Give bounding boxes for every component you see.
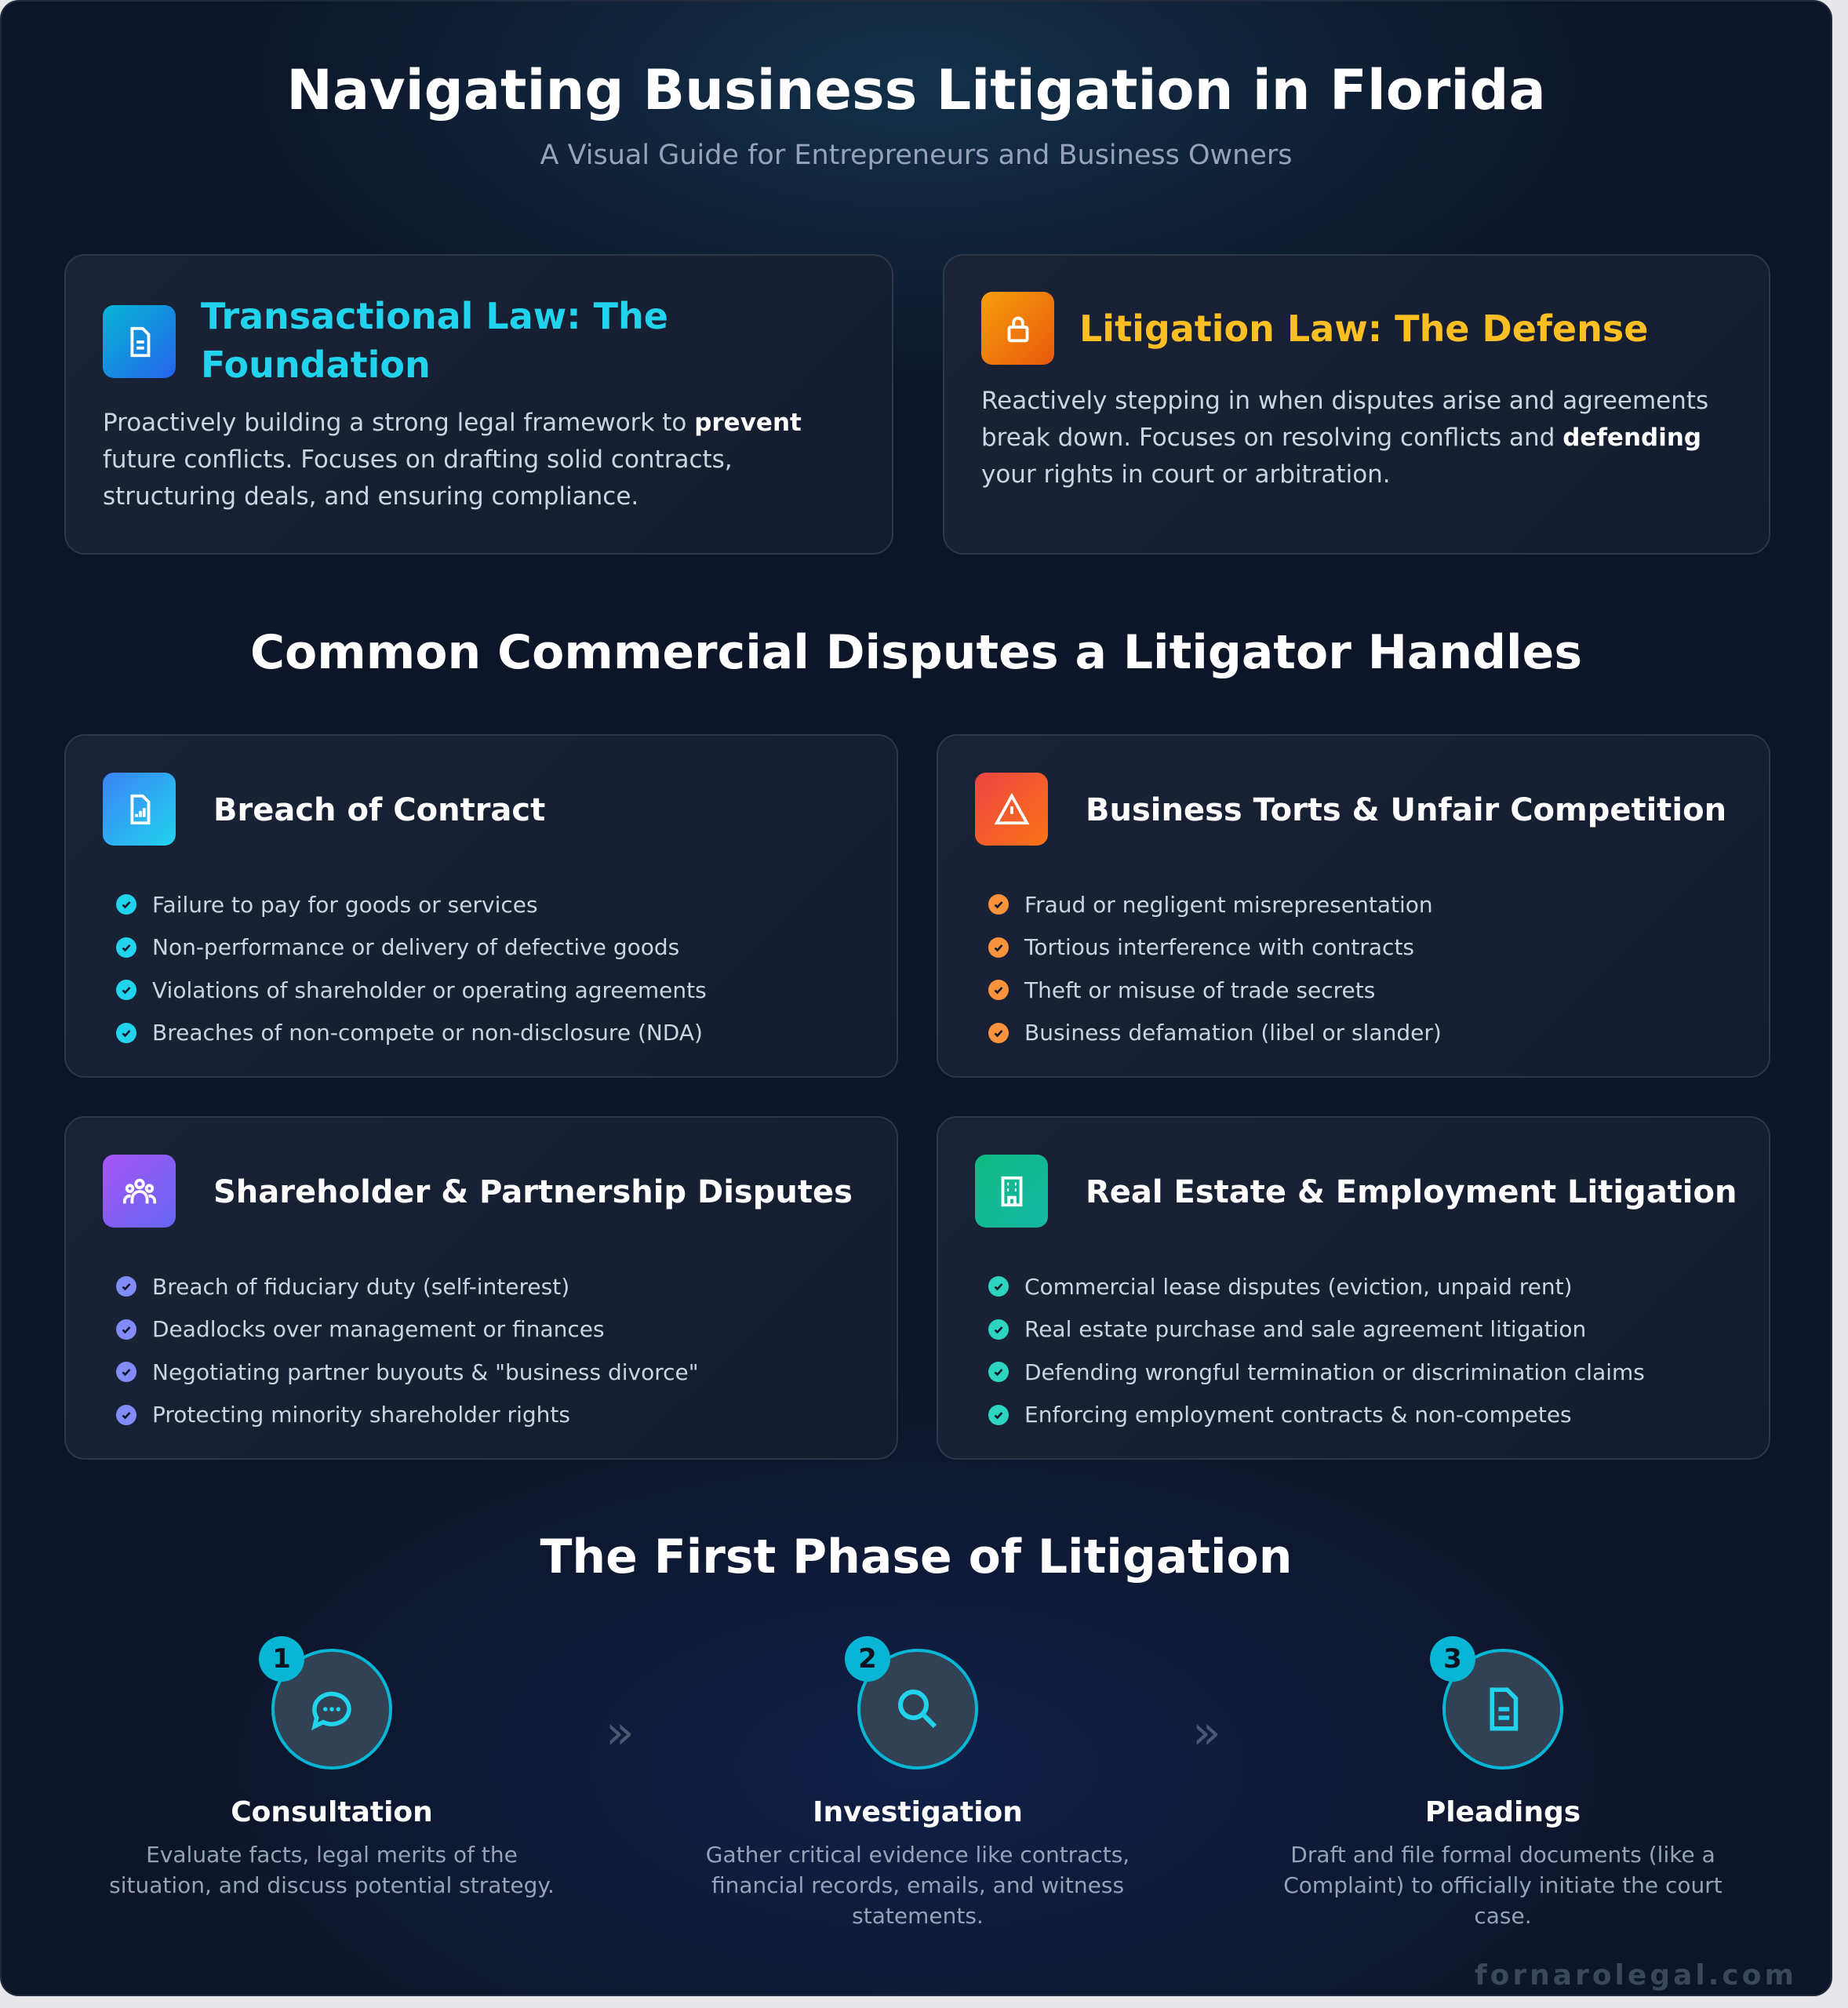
dispute-card: Real Estate & Employment Litigation Comm… — [937, 1116, 1770, 1460]
check-circle-icon — [988, 1362, 1009, 1383]
list-item-text: Tortious interference with contracts — [1024, 934, 1415, 961]
list-item-text: Real estate purchase and sale agreement … — [1024, 1316, 1587, 1343]
dispute-list: Commercial lease disputes (eviction, unp… — [988, 1265, 1645, 1436]
list-item: Defending wrongful termination or discri… — [988, 1351, 1645, 1394]
list-item: Theft or misuse of trade secrets — [988, 969, 1442, 1012]
check-circle-icon — [988, 937, 1009, 958]
step-investigation: 2 Investigation Gather critical evidence… — [675, 1636, 1161, 1931]
check-circle-icon — [116, 980, 136, 1001]
watermark: fornarolegal.com — [1475, 1959, 1797, 1992]
list-item-text: Negotiating partner buyouts & "business … — [152, 1359, 699, 1385]
list-item-text: Business defamation (libel or slander) — [1024, 1020, 1442, 1046]
list-item: Deadlocks over management or finances — [116, 1308, 699, 1351]
page-title: Navigating Business Litigation in Florid… — [286, 58, 1546, 122]
check-circle-icon — [116, 1404, 136, 1425]
card-title: Transactional Law: The Foundation — [201, 295, 669, 386]
check-circle-icon — [116, 937, 136, 958]
step-number: 3 — [1430, 1636, 1475, 1682]
dispute-list: Breach of fiduciary duty (self-interest)… — [116, 1265, 699, 1436]
dispute-title: Real Estate & Employment Litigation — [1086, 1174, 1737, 1210]
list-item: Real estate purchase and sale agreement … — [988, 1308, 1645, 1351]
warning-icon — [975, 773, 1048, 846]
step-desc: Draft and file formal documents (like a … — [1283, 1842, 1722, 1929]
check-circle-icon — [116, 1276, 136, 1297]
litigation-law-card: Litigation Law: The Defense Reactively s… — [943, 254, 1770, 555]
list-item: Business defamation (libel or slander) — [988, 1012, 1442, 1055]
chat-icon: 1 — [259, 1636, 392, 1770]
step-number: 1 — [259, 1636, 304, 1682]
list-item-text: Fraud or negligent misrepresentation — [1024, 891, 1433, 918]
list-item: Fraud or negligent misrepresentation — [988, 883, 1442, 926]
step-desc: Gather critical evidence like contracts,… — [705, 1842, 1130, 1929]
list-item-text: Commercial lease disputes (eviction, unp… — [1024, 1273, 1573, 1300]
file-chart-icon — [103, 773, 176, 846]
list-item-text: Violations of shareholder or operating a… — [152, 977, 707, 1003]
list-item: Breaches of non-compete or non-disclosur… — [116, 1012, 707, 1055]
people-icon — [103, 1155, 176, 1228]
list-item-text: Failure to pay for goods or services — [152, 891, 538, 918]
list-item-text: Breaches of non-compete or non-disclosur… — [152, 1020, 703, 1046]
check-circle-icon — [988, 1404, 1009, 1425]
list-item: Breach of fiduciary duty (self-interest) — [116, 1265, 699, 1308]
check-circle-icon — [988, 980, 1009, 1001]
lock-icon — [981, 292, 1054, 365]
list-item-text: Deadlocks over management or finances — [152, 1316, 605, 1343]
dispute-card: Breach of Contract Failure to pay for go… — [64, 734, 898, 1078]
check-circle-icon — [116, 1022, 136, 1043]
list-item: Non-performance or delivery of defective… — [116, 926, 707, 969]
card-title: Litigation Law: The Defense — [1079, 307, 1649, 350]
step-title: Pleadings — [1424, 1796, 1581, 1828]
transactional-law-card: Transactional Law: The Foundation Proact… — [64, 254, 893, 555]
dispute-title: Breach of Contract — [213, 792, 546, 828]
list-item: Failure to pay for goods or services — [116, 883, 707, 926]
check-circle-icon — [988, 1319, 1009, 1340]
building-icon — [975, 1155, 1048, 1228]
list-item: Enforcing employment contracts & non-com… — [988, 1394, 1645, 1437]
list-item-text: Theft or misuse of trade secrets — [1024, 977, 1376, 1003]
list-item: Negotiating partner buyouts & "business … — [116, 1351, 699, 1394]
list-item: Violations of shareholder or operating a… — [116, 969, 707, 1012]
list-item-text: Protecting minority shareholder rights — [152, 1402, 570, 1428]
list-item-text: Breach of fiduciary duty (self-interest) — [152, 1273, 570, 1300]
check-circle-icon — [116, 1319, 136, 1340]
dispute-title: Shareholder & Partnership Disputes — [213, 1174, 853, 1210]
check-circle-icon — [116, 894, 136, 915]
disputes-heading: Common Commercial Disputes a Litigator H… — [249, 625, 1583, 680]
card-body: Reactively stepping in when disputes ari… — [981, 387, 1709, 489]
step-title: Consultation — [231, 1796, 433, 1828]
list-item: Tortious interference with contracts — [988, 926, 1442, 969]
list-item: Protecting minority shareholder rights — [116, 1394, 699, 1437]
document-icon: 3 — [1430, 1636, 1563, 1770]
page-subtitle: A Visual Guide for Entrepreneurs and Bus… — [540, 140, 1293, 171]
list-item-text: Defending wrongful termination or discri… — [1024, 1359, 1645, 1385]
step-number: 2 — [845, 1636, 890, 1682]
check-circle-icon — [116, 1362, 136, 1383]
chevron-right-icon: » — [606, 1705, 635, 1760]
step-title: Investigation — [813, 1796, 1023, 1828]
step-consultation: 1 Consultation Evaluate facts, legal mer… — [89, 1636, 575, 1901]
document-icon — [103, 305, 176, 378]
card-body: Proactively building a strong legal fram… — [103, 409, 802, 511]
chevron-right-icon: » — [1192, 1705, 1221, 1760]
step-desc: Evaluate facts, legal merits of the situ… — [109, 1842, 555, 1898]
check-circle-icon — [988, 1276, 1009, 1297]
check-circle-icon — [988, 1022, 1009, 1043]
list-item-text: Non-performance or delivery of defective… — [152, 934, 680, 961]
dispute-card: Business Torts & Unfair Competition Frau… — [937, 734, 1770, 1078]
check-circle-icon — [988, 894, 1009, 915]
list-item: Commercial lease disputes (eviction, unp… — [988, 1265, 1645, 1308]
search-icon: 2 — [845, 1636, 978, 1770]
phase-heading: The First Phase of Litigation — [540, 1530, 1293, 1584]
dispute-card: Shareholder & Partnership Disputes Breac… — [64, 1116, 898, 1460]
list-item-text: Enforcing employment contracts & non-com… — [1024, 1402, 1572, 1428]
dispute-title: Business Torts & Unfair Competition — [1086, 792, 1727, 828]
step-pleadings: 3 Pleadings Draft and file formal docume… — [1260, 1636, 1746, 1931]
